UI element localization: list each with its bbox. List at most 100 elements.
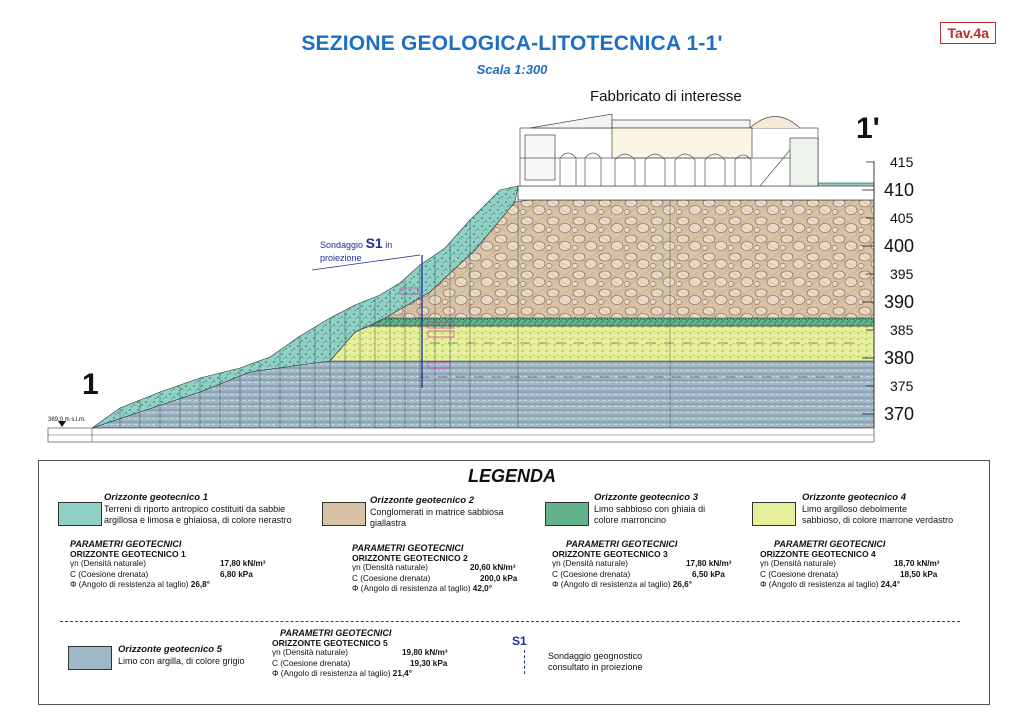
params-subheading: ORIZZONTE GEOTECNICO 4 [760,549,876,559]
datum-label: 369,0 m s.l.m. [48,417,86,423]
section-start-label: 1 [82,368,99,401]
param-c-row: C (Coesione drenata)6,80 kPa [70,570,300,581]
param-gamma-value: 17,80 kN/m³ [686,559,732,568]
elevation-410: 410 [884,180,915,200]
params-heading: PARAMETRI GEOTECNICI [280,628,392,638]
drawing-scale: Scala 1:300 [476,62,548,77]
param-c-value: 18,50 kPa [900,569,938,579]
borehole-suffix: in [385,240,393,250]
param-c-value: 200,0 kPa [480,573,518,583]
drawing-title: SEZIONE GEOLOGICA-LITOTECNICA 1-1' [301,32,723,55]
param-phi-row: Φ (Angolo di resistenza al taglio) 42,0° [352,584,542,595]
param-gamma-value: 19,80 kN/m³ [402,648,448,657]
borehole-prefix: Sondaggio [320,240,364,250]
horizon-1-swatch [58,502,102,526]
borehole-key-desc: Sondaggio geognostico consultato in proi… [548,651,643,673]
elevation-380: 380 [884,348,915,368]
borehole-label: Sondaggio S1 in proiezione [320,235,393,265]
param-phi-row: Φ (Angolo di resistenza al taglio) 24,4° [760,580,960,591]
param-gamma-label: γn (Densità naturale) [352,563,428,572]
horizon-4-desc-line: Limo argilloso debolmente [802,504,908,514]
param-phi-value: 21,4° [392,669,412,678]
legend-divider [60,621,960,622]
param-phi-row: Φ (Angolo di resistenza al taglio) 21,4° [272,669,492,680]
building-drawing [519,113,819,187]
param-gamma-label: γn (Densità naturale) [760,559,836,568]
params-heading: PARAMETRI GEOTECNICI [352,543,464,553]
borehole-id: S1 [365,235,383,251]
borehole-projection: proiezione [320,253,362,263]
level-dash-lines [420,342,860,378]
param-gamma-label: γn (Densità naturale) [70,559,146,568]
profile-data-table [47,427,875,443]
param-gamma-label: γn (Densità naturale) [552,559,628,568]
params-heading: PARAMETRI GEOTECNICI [774,539,886,549]
horizon-3-swatch [545,502,589,526]
elevation-415: 415 [890,154,914,170]
param-gamma-value: 18,70 kN/m³ [894,559,940,568]
param-gamma-row: γn (Densità naturale) 18,70 kN/m³ [760,559,960,570]
horizon-5-title: Orizzonte geotecnico 5 [118,644,222,655]
horizon-2-swatch [322,502,366,526]
elevation-405: 405 [890,210,914,226]
horizon-3-desc: Limo sabbioso con ghiaia di colore marro… [594,504,705,526]
param-gamma-value: 20,60 kN/m³ [470,563,516,572]
param-c-value: 6,80 kPa [220,569,253,579]
section-end-label: 1' [856,112,880,145]
horizon-1-title: Orizzonte geotecnico 1 [104,492,208,503]
horizon-2-desc: Conglomerati in matrice sabbiosa giallas… [370,507,504,529]
param-phi-label: Φ (Angolo di resistenza al taglio) [552,580,671,589]
param-c-label: C (Coesione drenata) [272,658,351,668]
param-c-value: 19,30 kPa [410,658,448,668]
param-phi-label: Φ (Angolo di resistenza al taglio) [272,669,391,678]
params-heading: PARAMETRI GEOTECNICI [566,539,678,549]
datum-marker [58,421,66,427]
params-horizon-1: PARAMETRI GEOTECNICI ORIZZONTE GEOTECNIC… [70,539,300,591]
horizon-5-swatch [68,646,112,670]
horizon-4-desc: Limo argilloso debolmente sabbioso, di c… [802,504,953,526]
param-phi-value: 26,6° [672,580,692,589]
param-gamma-label: γn (Densità naturale) [272,648,348,657]
horizon-3-title: Orizzonte geotecnico 3 [594,492,698,503]
horizon-5-desc: Limo con argilla, di colore grigio [118,656,245,667]
param-phi-label: Φ (Angolo di resistenza al taglio) [70,580,189,589]
params-horizon-5: PARAMETRI GEOTECNICI ORIZZONTE GEOTECNIC… [272,628,492,680]
horizon-5-layer [91,360,875,429]
param-c-row: C (Coesione drenata)6,50 kPa [552,570,742,581]
param-c-row: C (Coesione drenata) 18,50 kPa [760,570,960,581]
borehole-key-desc-line: consultato in proiezione [548,662,643,672]
param-c-label: C (Coesione drenata) [760,569,839,579]
param-phi-label: Φ (Angolo di resistenza al taglio) [760,580,879,589]
horizon-4-desc-line: sabbioso, di colore marrone verdastro [802,515,954,525]
borehole-key-desc-line: Sondaggio geognostico [548,651,643,661]
horizon-2-desc-line: giallastra [370,518,407,528]
elevation-385: 385 [890,322,914,338]
params-horizon-3: PARAMETRI GEOTECNICI ORIZZONTE GEOTECNIC… [552,539,742,591]
param-phi-value: 24,4° [880,580,900,589]
elevation-390: 390 [884,292,915,312]
elevation-scale [862,161,875,428]
param-gamma-row: γn (Densità naturale) 17,80 kN/m³ [552,559,742,570]
elevation-400: 400 [884,236,915,256]
params-subheading: ORIZZONTE GEOTECNICO 2 [352,553,468,563]
borehole-key-id: S1 [512,634,527,648]
legend-title: LEGENDA [467,466,556,486]
borehole-s1-line [311,254,455,388]
horizon-2-desc-line: Conglomerati in matrice sabbiosa [370,507,504,517]
param-gamma-value: 17,80 kN/m³ [220,559,266,568]
horizon-4-layer [329,325,875,362]
geological-section [47,113,875,443]
elevation-370: 370 [884,404,915,424]
table-reference-badge: Tav.4a [940,22,996,44]
building-label: Fabbricato di interesse [590,88,742,105]
horizon-5-desc-line: Limo con argilla, di colore grigio [118,656,245,666]
horizon-3-desc-line: colore marroncino [594,515,667,525]
params-horizon-4: PARAMETRI GEOTECNICI ORIZZONTE GEOTECNIC… [760,539,960,591]
param-phi-value: 42,0° [472,584,492,593]
horizon-3-desc-line: Limo sabbioso con ghiaia di [594,504,706,514]
param-gamma-row: γn (Densità naturale) 17,80 kN/m³ [70,559,300,570]
param-phi-value: 26,8° [190,580,210,589]
param-phi-row: Φ (Angolo di resistenza al taglio) 26,8° [70,580,300,591]
building-foundation [517,185,875,201]
param-c-row: C (Coesione drenata)200,0 kPa [352,574,542,585]
